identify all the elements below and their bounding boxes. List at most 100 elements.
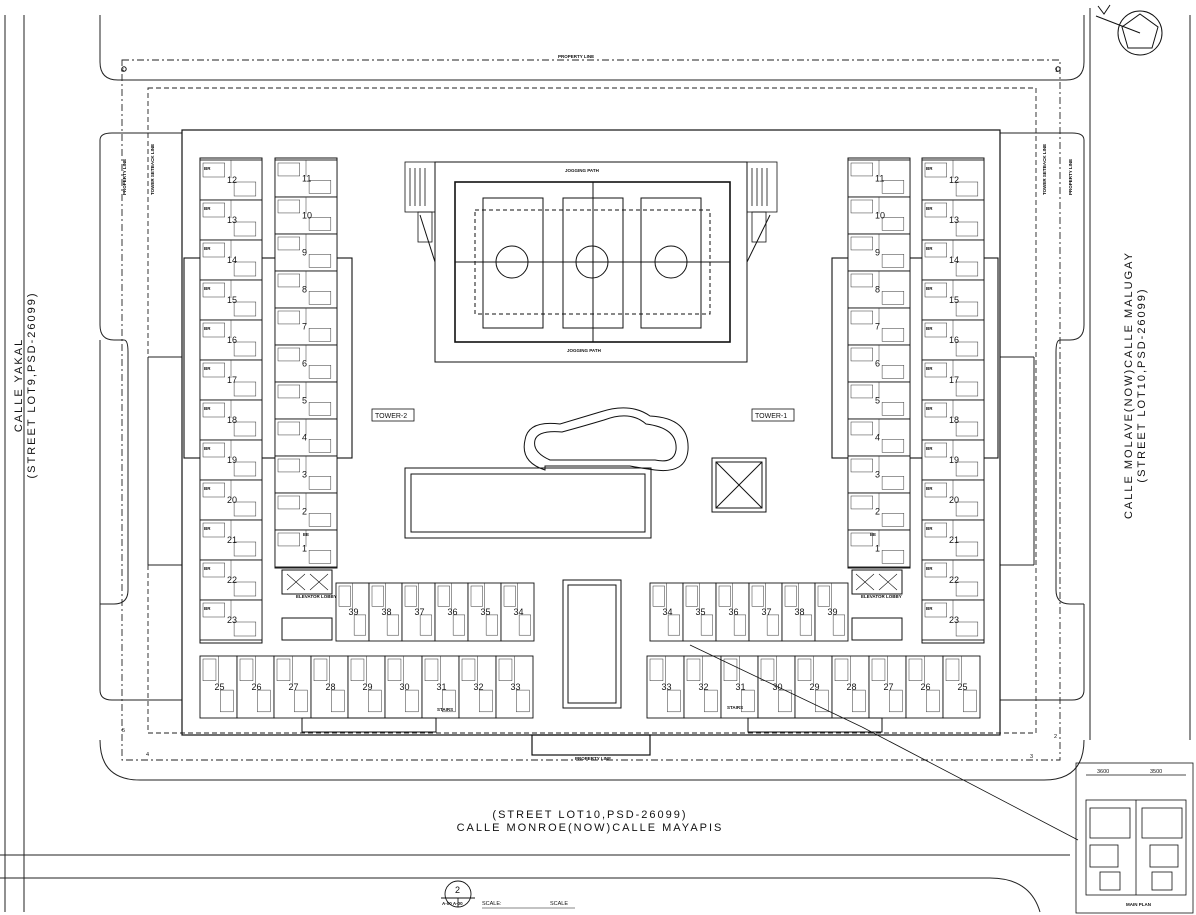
unit-outline (649, 582, 684, 642)
tower2-west-room-tag: BR (204, 446, 211, 451)
detail-inset (1075, 762, 1194, 914)
swimming-pool (404, 407, 767, 709)
south-left-lower-unit-28: 28 (326, 682, 336, 692)
south-right-lower-unit-29: 29 (810, 682, 820, 692)
bed-outline (751, 585, 764, 607)
tower2-west-unit-23: 23 (227, 615, 237, 625)
bed-outline (202, 322, 225, 338)
tower1-east-room-tag: BR (926, 246, 933, 251)
tower-footprints: 12BR13BR14BR15BR16BR17BR18BR19BR20BR21BR… (183, 157, 999, 733)
corner-4: 4 (146, 752, 149, 758)
tower1-east-room-tag: BR (926, 446, 933, 451)
bath-outline (733, 614, 746, 636)
south-left-upper-unit-38: 38 (382, 607, 392, 617)
tower2-east-unit-4: 4 (302, 433, 307, 443)
south-right-upper-unit-38: 38 (795, 607, 805, 617)
bath-outline (667, 689, 681, 713)
south-right-upper-unit-37: 37 (762, 607, 772, 617)
bed-outline (924, 442, 947, 458)
property-line-top-label: PROPERTY LINE (558, 54, 594, 59)
tower2-west-room-tag: BR (204, 326, 211, 331)
south-left-lower-unit-30: 30 (400, 682, 410, 692)
bed-outline (924, 322, 947, 338)
bed-outline (718, 585, 731, 607)
tower2-east-unit-1: 1 (302, 544, 307, 554)
bottom-street-lot: (STREET LOT10,PSD-26099) (492, 809, 687, 821)
bath-outline (518, 614, 531, 636)
bath-outline (233, 501, 257, 517)
property-line (121, 59, 1061, 761)
bed-outline (313, 658, 328, 681)
stairs-left: STAIRS (437, 707, 453, 712)
south-right-lower-unit-26: 26 (921, 682, 931, 692)
bed-outline (461, 658, 476, 681)
court-stairs (404, 161, 778, 243)
bath-outline (233, 181, 257, 197)
bath-outline (881, 550, 905, 564)
bath-outline (233, 421, 257, 437)
south-right-upper-unit-36: 36 (729, 607, 739, 617)
bath-outline (955, 581, 979, 597)
tower2-west-room-tag: BR (204, 246, 211, 251)
tower2-west-unit-22: 22 (227, 575, 237, 585)
elevator-lobby-right: ELEVATOR LOBBY (861, 594, 902, 599)
tower2-west-room-tag: BR (204, 366, 211, 371)
bath-outline (233, 581, 257, 597)
tower2-west-room-tag: BR (204, 526, 211, 531)
bed-outline (202, 602, 225, 618)
bed-outline (371, 585, 384, 607)
bath-outline (353, 614, 366, 636)
tower1-west-unit-6: 6 (875, 359, 880, 369)
tower1-west-unit-9: 9 (875, 248, 880, 258)
tower1-east-room-tag: BR (926, 166, 933, 171)
bath-outline (700, 614, 713, 636)
bath-outline (955, 181, 979, 197)
tower2-west-unit-15: 15 (227, 295, 237, 305)
bath-outline (294, 689, 308, 713)
south-left-upper-unit-36: 36 (448, 607, 458, 617)
south-right-lower-unit-31: 31 (736, 682, 746, 692)
tower2-west-room-tag: BR (204, 406, 211, 411)
bath-outline (852, 689, 866, 713)
inset-caption: MAIN PLAN (1126, 902, 1151, 907)
bed-outline (686, 658, 701, 681)
tower1-east-room-tag: BR (926, 406, 933, 411)
bed-outline (924, 362, 947, 378)
south-left-lower-unit-33: 33 (511, 682, 521, 692)
tower2-core-wing (183, 257, 353, 459)
north-arrow-icon (1095, 4, 1163, 56)
south-left-upper-unit-34: 34 (514, 607, 524, 617)
corner-2: 2 (1054, 734, 1057, 740)
bath-outline (926, 689, 940, 713)
bed-outline (202, 362, 225, 378)
bed-outline (924, 602, 947, 618)
bath-outline (955, 541, 979, 557)
corner-3: 3 (1030, 754, 1033, 760)
elevator-x (855, 573, 875, 591)
bath-outline (889, 689, 903, 713)
south-left-lower-unit-32: 32 (474, 682, 484, 692)
bed-outline (945, 658, 960, 681)
property-line-left-label: PROPERTY LINE (122, 159, 127, 195)
street-curbs (0, 8, 1191, 913)
bed-outline (277, 310, 300, 325)
bath-outline (308, 513, 332, 527)
bath-outline (955, 501, 979, 517)
elevator-block-right-2 (851, 617, 903, 641)
south-left-balcony (301, 717, 437, 733)
bath-outline (233, 541, 257, 557)
tower1-east-unit-22: 22 (949, 575, 959, 585)
south-right-lower-unit-25: 25 (958, 682, 968, 692)
elevator-x (309, 573, 329, 591)
bed-outline (202, 522, 225, 538)
tower2-west-unit-19: 19 (227, 455, 237, 465)
bed-outline (202, 202, 225, 218)
south-right-balcony (747, 717, 883, 733)
tower1-east-unit-21: 21 (949, 535, 959, 545)
left-street-lot: (STREET LOT9,PSD-26099) (26, 291, 38, 478)
tower1-east-room-tag: BR (926, 486, 933, 491)
bed-outline (834, 658, 849, 681)
tower1-west-unit-4: 4 (875, 433, 880, 443)
tower1-east-unit-17: 17 (949, 375, 959, 385)
